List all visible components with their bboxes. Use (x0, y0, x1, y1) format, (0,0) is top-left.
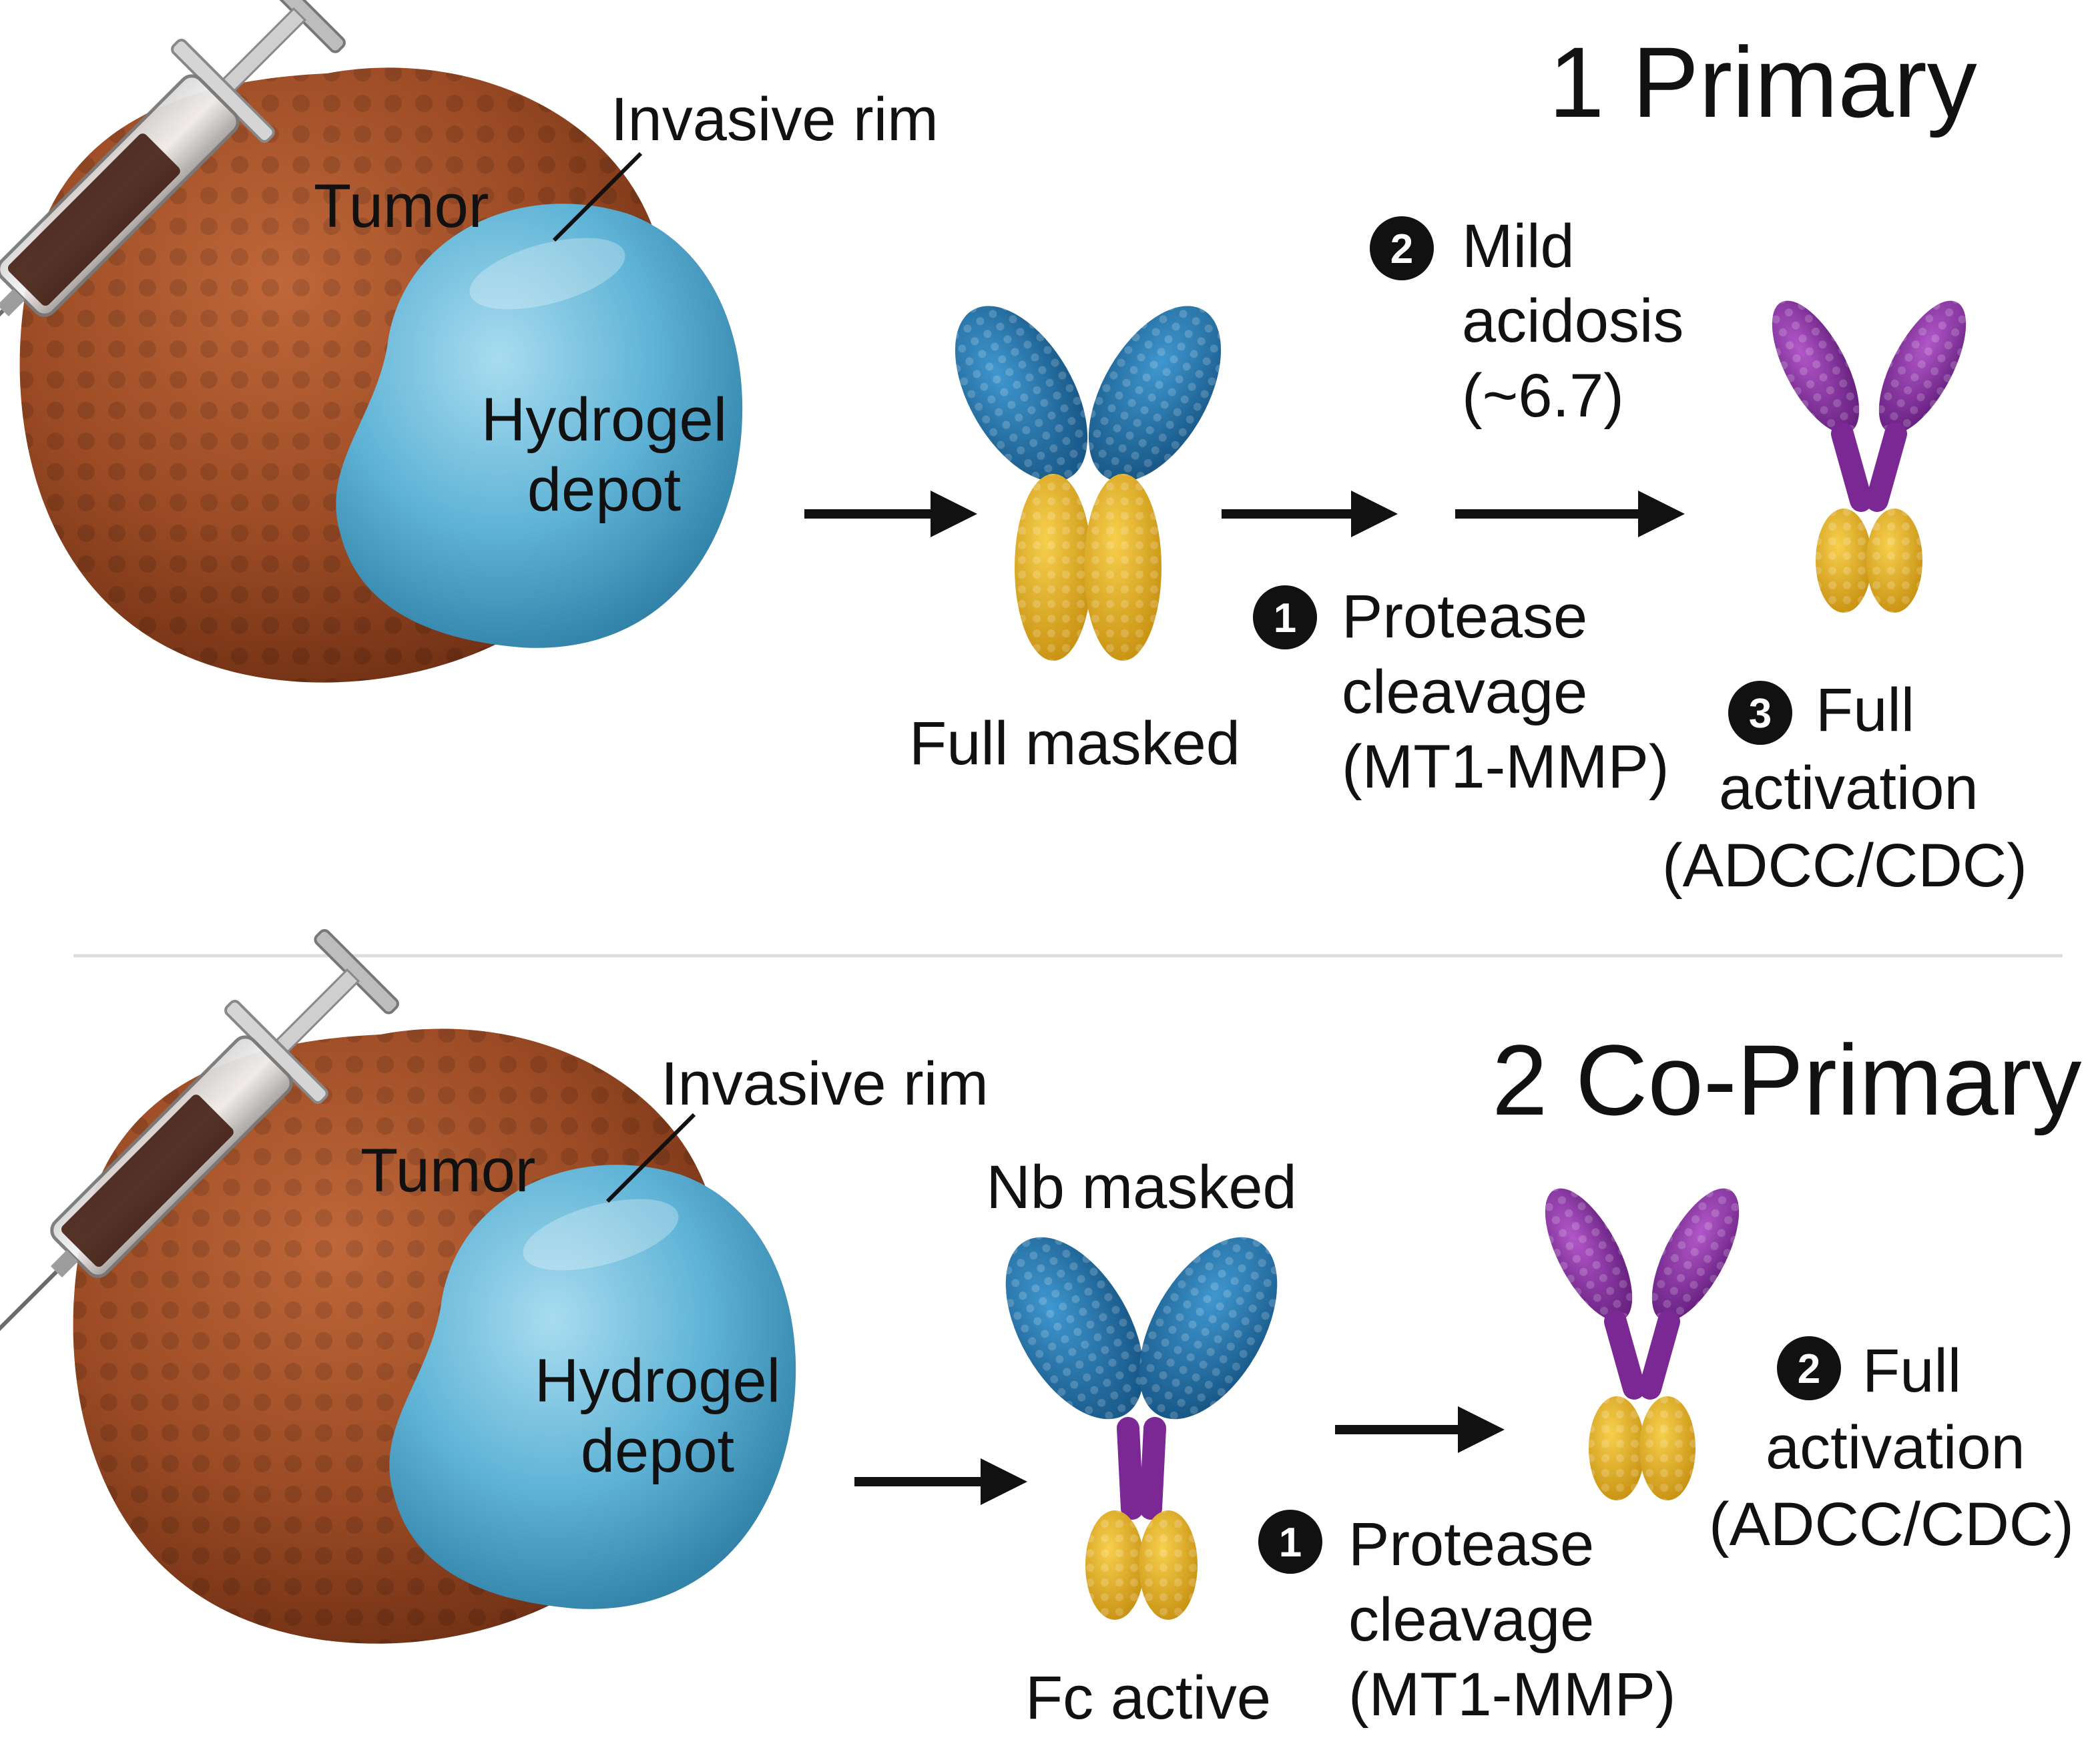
step-line: acidosis (1462, 287, 1683, 355)
fc-active-label: Fc active (1025, 1664, 1271, 1732)
step-badge-icon (1777, 1336, 1841, 1400)
step-line: Protease (1342, 583, 1587, 651)
panel-primary: 1 Primary Invasive rim Tumor Hydrogel de… (0, 0, 2027, 900)
step-badge-number: 2 (1798, 1346, 1820, 1392)
step-line: (MT1-MMP) (1342, 733, 1669, 801)
tumor-label: Tumor (314, 172, 489, 240)
step-line: (ADCC/CDC) (1662, 832, 2027, 900)
step-line: cleavage (1342, 658, 1587, 726)
hydrogel-label-line1: Hydrogel (481, 386, 727, 454)
step-badge-icon (1728, 681, 1792, 745)
step-line: Mild (1462, 212, 1575, 280)
step-full-activation: 2 Full activation (ADCC/CDC) (1709, 1336, 2074, 1558)
full-masked-label: Full masked (909, 709, 1240, 778)
step-mild-acidosis: 2 Mild acidosis (~6.7) (1370, 212, 1683, 430)
panel-primary-title: 1 Primary (1549, 26, 1977, 138)
step-line: activation (1766, 1414, 2025, 1482)
step-badge-icon (1253, 585, 1317, 649)
step-line: (MT1-MMP) (1348, 1661, 1676, 1729)
depot-cluster-coprimary (0, 919, 796, 1644)
step-badge-icon (1370, 216, 1434, 280)
hydrogel-label-line2: depot (581, 1417, 734, 1485)
step-line: (~6.7) (1462, 362, 1624, 430)
antibody-active (1755, 288, 1984, 613)
step-protease-cleavage: 1 Protease cleavage (MT1-MMP) (1258, 1510, 1676, 1729)
nb-masked-label: Nb masked (986, 1153, 1296, 1221)
invasive-rim-label: Invasive rim (611, 85, 939, 154)
step-badge-number: 2 (1390, 226, 1413, 272)
panel-coprimary: 2 Co-Primary Invasive rim Tumor Hydrogel… (0, 919, 2081, 1732)
step-badge-icon (1258, 1510, 1322, 1574)
step-full-activation: 3 Full activation (ADCC/CDC) (1662, 676, 2027, 900)
step-badge-number: 1 (1279, 1520, 1302, 1566)
step-line: Protease (1348, 1510, 1594, 1578)
panel-coprimary-title: 2 Co-Primary (1492, 1024, 2081, 1136)
step-line: cleavage (1348, 1586, 1594, 1654)
antibody-nb-masked (977, 1214, 1306, 1620)
tumor-label: Tumor (360, 1137, 535, 1205)
antibody-active (1528, 1176, 1757, 1500)
step-badge-number: 1 (1274, 595, 1296, 641)
antibody-full-masked (927, 284, 1249, 661)
step-protease-cleavage: 1 Protease cleavage (MT1-MMP) (1253, 583, 1669, 801)
invasive-rim-pointer (552, 152, 643, 242)
step-line: Full (1816, 676, 1914, 744)
invasive-rim-pointer (605, 1113, 696, 1203)
step-line: Full (1862, 1337, 1961, 1405)
hydrogel-label-line1: Hydrogel (535, 1347, 780, 1415)
step-badge-number: 3 (1749, 691, 1772, 737)
step-line: (ADCC/CDC) (1709, 1490, 2074, 1558)
hydrogel-label-line2: depot (527, 456, 681, 524)
invasive-rim-label: Invasive rim (661, 1050, 989, 1118)
step-line: activation (1719, 754, 1979, 822)
